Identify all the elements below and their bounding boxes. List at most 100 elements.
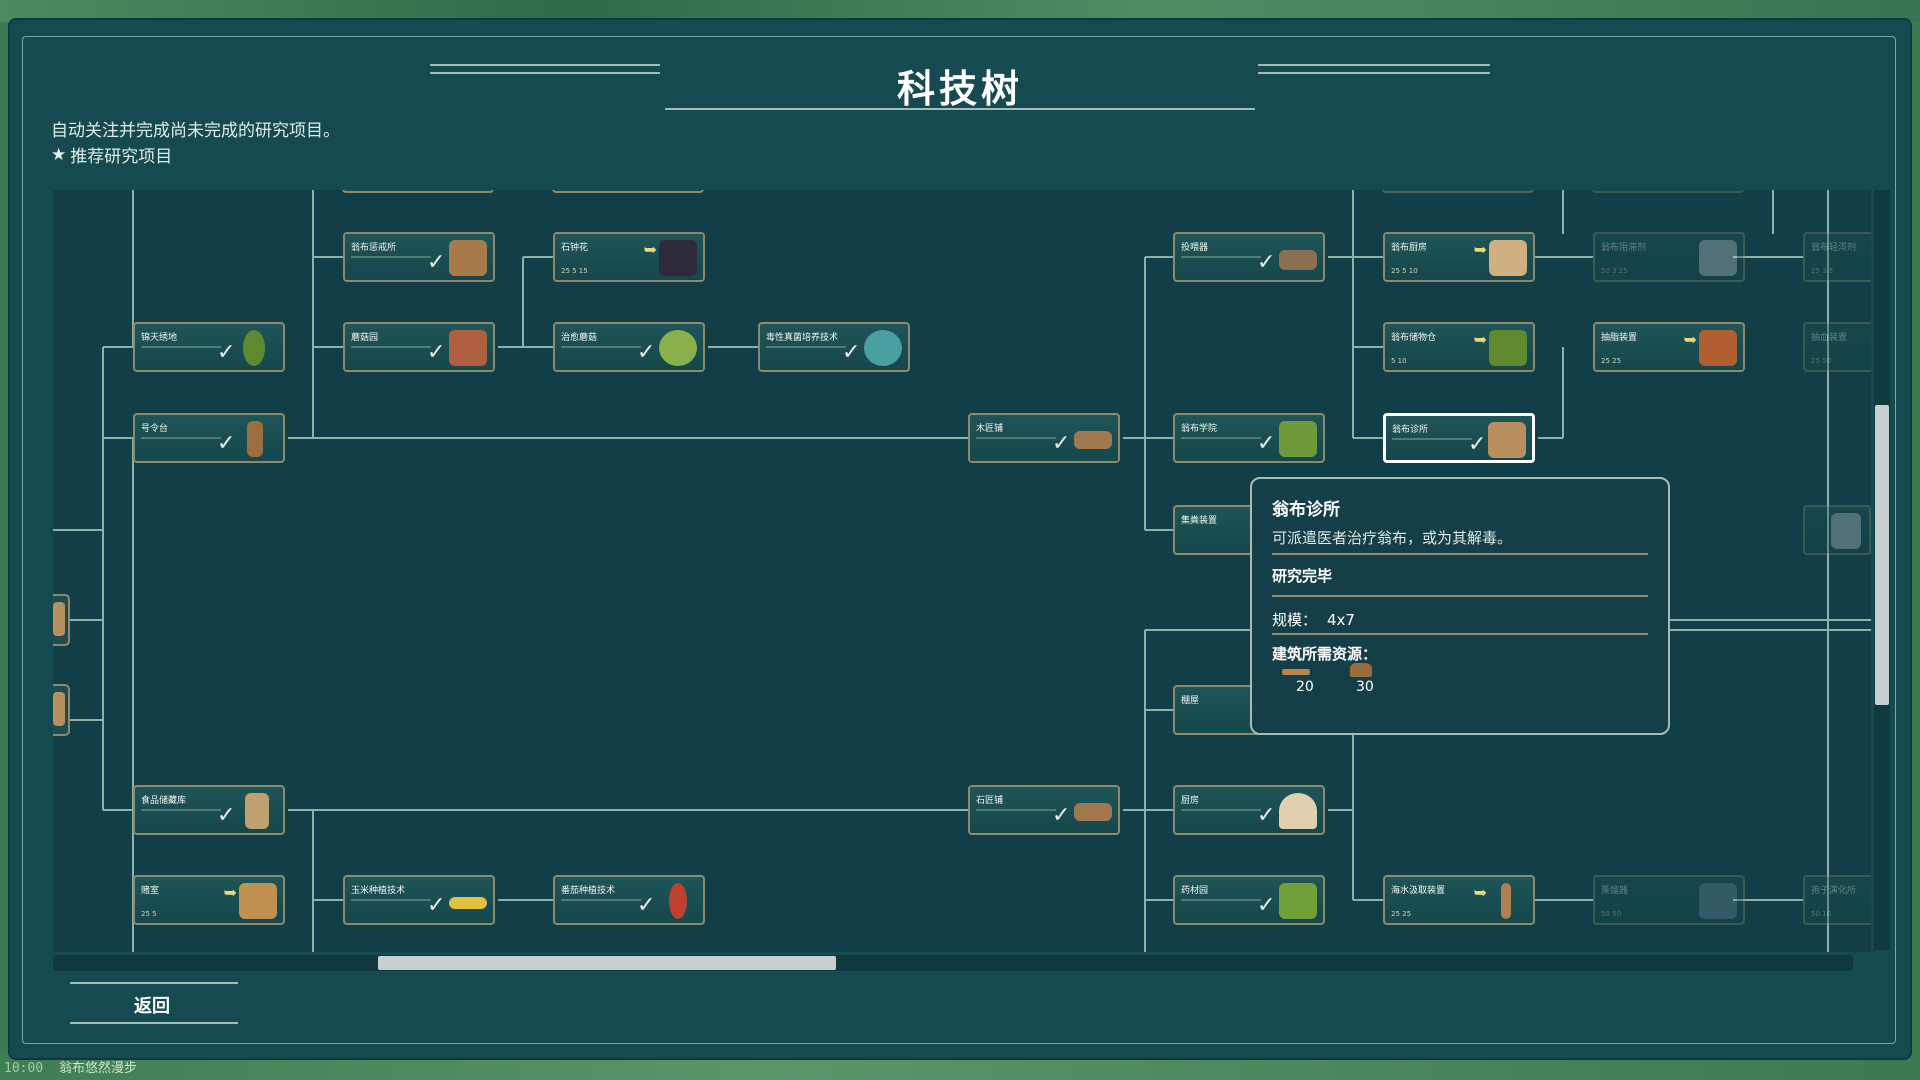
tooltip-divider xyxy=(1272,633,1648,635)
node-resources: 25 5 15 xyxy=(561,267,588,275)
horizontal-scroll-thumb[interactable] xyxy=(378,956,836,970)
node-progress-bar xyxy=(1181,256,1261,258)
building-icon xyxy=(245,793,269,829)
recommend-research-toggle[interactable]: ★ 推荐研究项目 xyxy=(51,142,172,168)
back-deco-bottom xyxy=(70,1022,238,1024)
node-resources: 5 10 xyxy=(1391,357,1407,365)
tech-node-umbu-kitchen[interactable]: 翁布厨房 ➥ 25 5 10 xyxy=(1383,232,1535,282)
node-label: 棚屋 xyxy=(1181,696,1200,706)
node-resources: 50 10 xyxy=(1811,910,1832,918)
node-progress-bar xyxy=(1181,899,1261,901)
tech-node-fat-extractor[interactable]: 抽脂装置 ➥ 25 25 xyxy=(1593,322,1745,372)
tech-node-locked[interactable] xyxy=(1803,505,1871,555)
tech-node-command-post[interactable]: 号令台 ✓ xyxy=(133,413,285,463)
tree-connectors xyxy=(53,190,1871,952)
tech-node-seawater-pump[interactable]: 海水汲取装置 ➥ 25 25 xyxy=(1383,875,1535,925)
potion-icon xyxy=(1699,240,1737,276)
node-progress-bar xyxy=(351,346,431,348)
tech-node-toxic-fungus[interactable]: 毒性真菌培养技术 ✓ xyxy=(758,322,910,372)
node-resources: 50 50 xyxy=(1601,910,1622,918)
title-deco-right-2 xyxy=(1258,72,1490,74)
research-available-icon: ➥ xyxy=(643,240,657,259)
tech-node-gambling-room[interactable]: 赌室 ➥ 25 5 xyxy=(133,875,285,925)
node-progress-bar xyxy=(351,899,431,901)
node-label: 厨房 xyxy=(1181,796,1200,806)
node-progress-bar xyxy=(1392,438,1472,440)
node-progress-bar xyxy=(561,346,641,348)
node-progress-bar xyxy=(141,346,221,348)
node-label: 食品储藏库 xyxy=(141,796,187,806)
tech-node-spore-lab[interactable]: 孢子演化所 50 10 xyxy=(1803,875,1871,925)
node-label: 翁布学院 xyxy=(1181,424,1218,434)
node-label: 毒性真菌培养技术 xyxy=(766,333,839,343)
vertical-scroll-thumb[interactable] xyxy=(1875,405,1889,705)
node-label: 抽血装置 xyxy=(1811,333,1848,343)
node-label: 翁布惩戒所 xyxy=(351,243,397,253)
tech-node-distiller[interactable]: 蒸馏器 50 50 xyxy=(1593,875,1745,925)
tech-node-healing-mushroom[interactable]: 治愈蘑菇 ✓ xyxy=(553,322,705,372)
tech-node-stonemason[interactable]: 石匠铺 ✓ xyxy=(968,785,1120,835)
tech-node-umbu-storage[interactable]: 翁布储物仓 ➥ 5 10 xyxy=(1383,322,1535,372)
tech-node-kitchen[interactable]: 厨房 ✓ xyxy=(1173,785,1325,835)
back-button[interactable]: 返回 xyxy=(70,980,240,1026)
tech-node-stone-bell-flower[interactable]: 石钟花 ➥ 25 5 15 xyxy=(553,232,705,282)
building-icon xyxy=(1489,330,1527,366)
scale-label: 规模： xyxy=(1272,611,1318,629)
check-icon: ✓ xyxy=(1257,803,1276,828)
node-label: 锦天绣地 xyxy=(141,333,178,343)
node-resources: 25 5 10 xyxy=(1391,267,1418,275)
node-label: 号令台 xyxy=(141,424,169,434)
tech-node-umbu-correctional[interactable]: 翁布惩戒所 ✓ xyxy=(343,232,495,282)
node-progress-bar xyxy=(976,809,1056,811)
check-icon: ✓ xyxy=(1257,431,1276,456)
research-available-icon: ➥ xyxy=(1473,883,1487,902)
tech-node-feeder[interactable]: 投喂器 ✓ xyxy=(1173,232,1325,282)
tech-node-umbu-academy[interactable]: 翁布学院 ✓ xyxy=(1173,413,1325,463)
tooltip-title: 翁布诊所 xyxy=(1272,500,1340,520)
vertical-scrollbar[interactable] xyxy=(1874,190,1890,950)
tooltip-divider xyxy=(1272,553,1648,555)
tech-node-corn-farming[interactable]: 玉米种植技术 ✓ xyxy=(343,875,495,925)
tech-node-umbu-blocker[interactable]: 翁布阻滞剂 50 3 25 xyxy=(1593,232,1745,282)
tech-node-carpenter[interactable]: 木匠铺 ✓ xyxy=(968,413,1120,463)
horizontal-scrollbar[interactable] xyxy=(53,955,1853,971)
building-icon xyxy=(1279,883,1317,919)
tech-node-umbu-laxative[interactable]: 翁布轻泻剂 25 3 5 xyxy=(1803,232,1871,282)
node-resources: 25 5 xyxy=(141,910,157,918)
tech-node-food-storage[interactable]: 食品储藏库 ✓ xyxy=(133,785,285,835)
node-progress-bar xyxy=(766,346,846,348)
building-icon xyxy=(1074,431,1112,449)
node-label: 海水汲取装置 xyxy=(1391,886,1446,896)
tech-node-brocade[interactable]: 锦天绣地 ✓ xyxy=(133,322,285,372)
status-text: 翁布悠然漫步 xyxy=(58,1061,137,1076)
node-progress-bar xyxy=(141,809,221,811)
building-icon xyxy=(1279,793,1317,829)
check-icon: ✓ xyxy=(427,893,446,918)
tomato-icon xyxy=(669,883,687,919)
back-label: 返回 xyxy=(134,996,170,1017)
check-icon: ✓ xyxy=(637,340,656,365)
node-progress-bar xyxy=(1181,437,1261,439)
building-icon xyxy=(1074,803,1112,821)
node-label: 翁布储物仓 xyxy=(1391,333,1437,343)
tech-node-umbu-clinic[interactable]: 翁布诊所 ✓ xyxy=(1383,413,1535,463)
mushroom-icon xyxy=(659,330,697,366)
lock-icon xyxy=(1831,513,1861,549)
research-available-icon: ➥ xyxy=(1473,330,1487,349)
title-deco-left-2 xyxy=(430,72,660,74)
building-icon xyxy=(1489,240,1527,276)
node-label: 抽脂装置 xyxy=(1601,333,1638,343)
check-icon: ✓ xyxy=(1257,893,1276,918)
check-icon: ✓ xyxy=(427,340,446,365)
pump-icon xyxy=(1501,883,1511,919)
corn-icon xyxy=(449,897,487,909)
tech-node-mushroom-garden[interactable]: 蘑菇园 ✓ xyxy=(343,322,495,372)
research-available-icon: ➥ xyxy=(1683,330,1697,349)
node-resources: 25 25 xyxy=(1391,910,1412,918)
check-icon: ✓ xyxy=(217,803,236,828)
tech-node-herb-garden[interactable]: 药材园 ✓ xyxy=(1173,875,1325,925)
building-icon xyxy=(1699,330,1737,366)
tech-node-blood-extractor[interactable]: 抽血装置 25 50 xyxy=(1803,322,1871,372)
tech-node-tomato-farming[interactable]: 番茄种植技术 ✓ xyxy=(553,875,705,925)
node-label: 翁布厨房 xyxy=(1391,243,1428,253)
